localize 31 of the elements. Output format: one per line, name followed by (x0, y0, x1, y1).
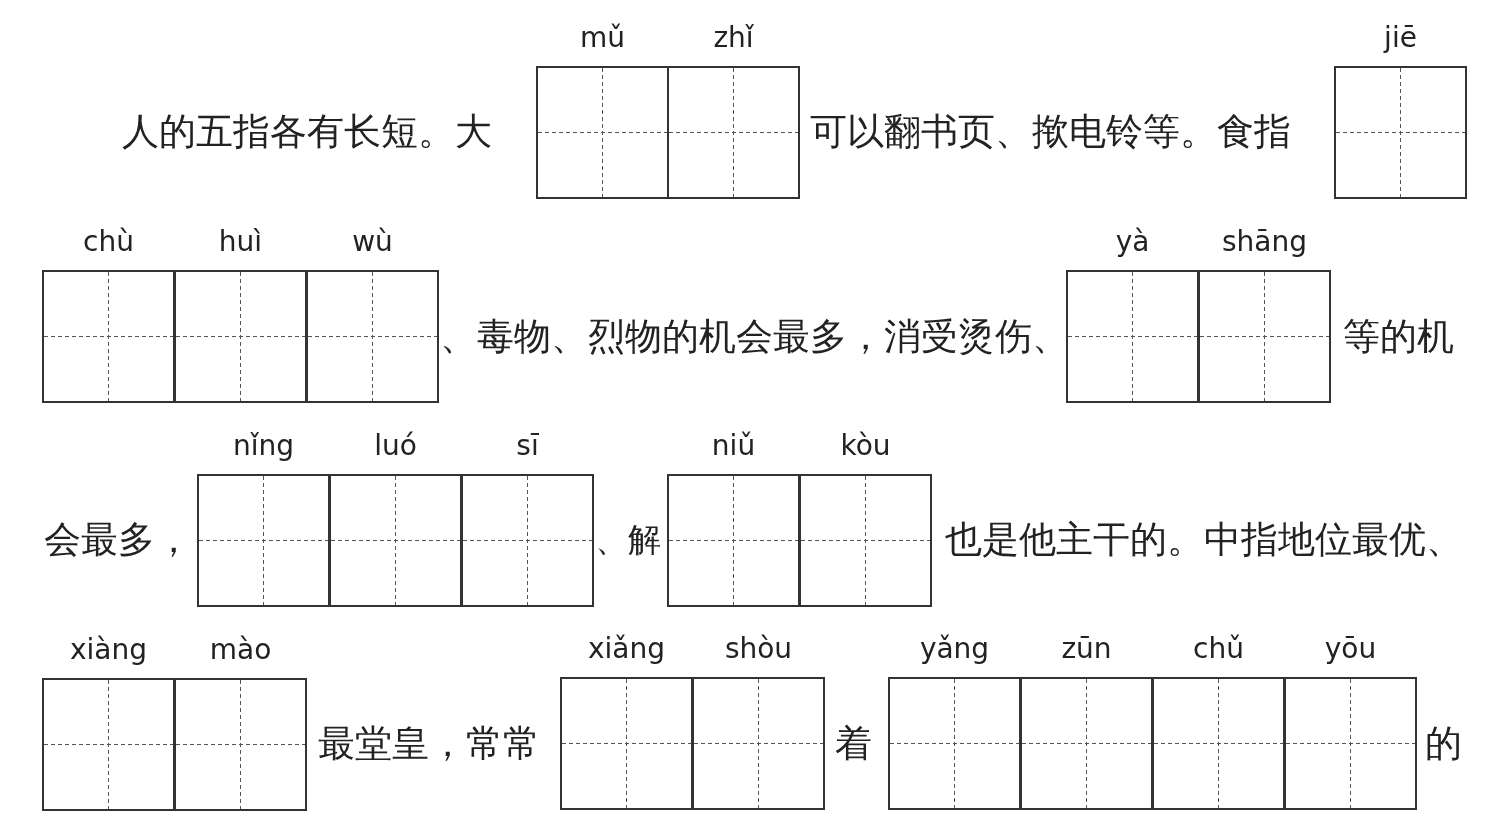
sentence-text: 人的五指各有长短。大 (122, 109, 492, 155)
pinyin-text: nǐng (233, 428, 294, 464)
pinyin-text: zhǐ (713, 20, 754, 56)
pinyin-text: wù (352, 224, 393, 260)
sentence-text: 可以翻书页、揿电铃等。食指 (810, 109, 1291, 155)
pinyin-text: yà (1115, 224, 1150, 260)
pinyin-text: shāng (1222, 224, 1307, 260)
pinyin-text: luó (374, 428, 417, 464)
pinyin-text: jiē (1384, 20, 1417, 56)
pinyin-text: mào (209, 632, 272, 668)
sentence-text: 最堂皇，常常 (318, 721, 540, 767)
sentence-text: 也是他主干的。中指地位最优、 (945, 517, 1463, 563)
pinyin-text: kòu (840, 428, 891, 464)
pinyin-text: niǔ (711, 428, 756, 464)
sentence-text: 、毒物、烈物的机会最多，消受烫伤、 (440, 314, 1069, 360)
pinyin-text: shòu (724, 631, 793, 667)
sentence-text: 等的机 (1343, 314, 1454, 360)
pinyin-text: xiàng (70, 632, 147, 668)
pinyin-text: xiǎng (588, 631, 665, 667)
pinyin-text: mǔ (580, 20, 625, 56)
pinyin-text: chù (83, 224, 134, 260)
pinyin-text: chǔ (1193, 631, 1244, 667)
pinyin-text: sī (516, 428, 539, 464)
pinyin-text: zūn (1061, 631, 1112, 667)
sentence-text: 着 (835, 721, 872, 767)
pinyin-text: yǎng (919, 631, 990, 667)
pinyin-text: huì (218, 224, 263, 260)
sentence-text: 会最多， (44, 517, 192, 563)
sentence-text: 的 (1425, 721, 1462, 767)
sentence-text: 、解 (595, 519, 661, 561)
pinyin-text: yōu (1324, 631, 1377, 667)
